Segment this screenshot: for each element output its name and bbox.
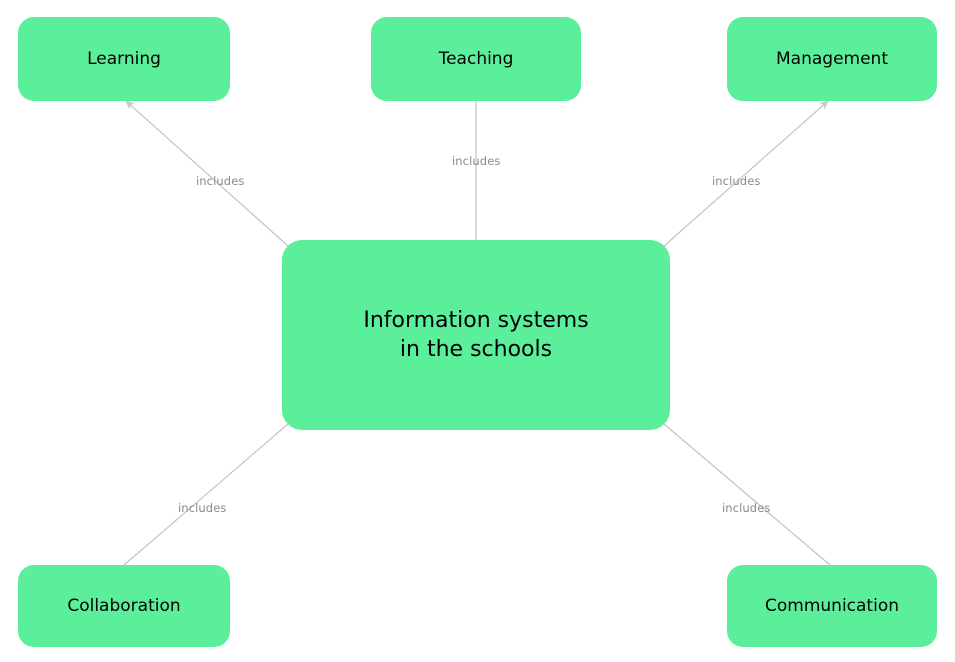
node-learning-label: Learning xyxy=(87,48,161,69)
edge-management-label: includes xyxy=(712,174,761,188)
central-node-information-systems-label: Information systems in the schools xyxy=(363,307,589,362)
node-collaboration-label: Collaboration xyxy=(67,595,181,616)
edge-collaboration[interactable] xyxy=(123,423,289,566)
central-node-information-systems[interactable]: Information systems in the schools xyxy=(282,240,670,430)
node-learning[interactable]: Learning xyxy=(18,17,230,101)
node-management-label: Management xyxy=(776,48,888,69)
edge-communication-label: includes xyxy=(722,501,771,515)
edge-learning-label: includes xyxy=(196,174,245,188)
node-management[interactable]: Management xyxy=(727,17,937,101)
edge-communication[interactable] xyxy=(663,423,831,566)
node-communication-label: Communication xyxy=(765,595,899,616)
edge-collaboration-label: includes xyxy=(178,501,227,515)
edge-teaching-label: includes xyxy=(452,154,501,168)
node-collaboration[interactable]: Collaboration xyxy=(18,565,230,647)
node-teaching-label: Teaching xyxy=(438,48,514,69)
node-communication[interactable]: Communication xyxy=(727,565,937,647)
node-teaching[interactable]: Teaching xyxy=(371,17,581,101)
